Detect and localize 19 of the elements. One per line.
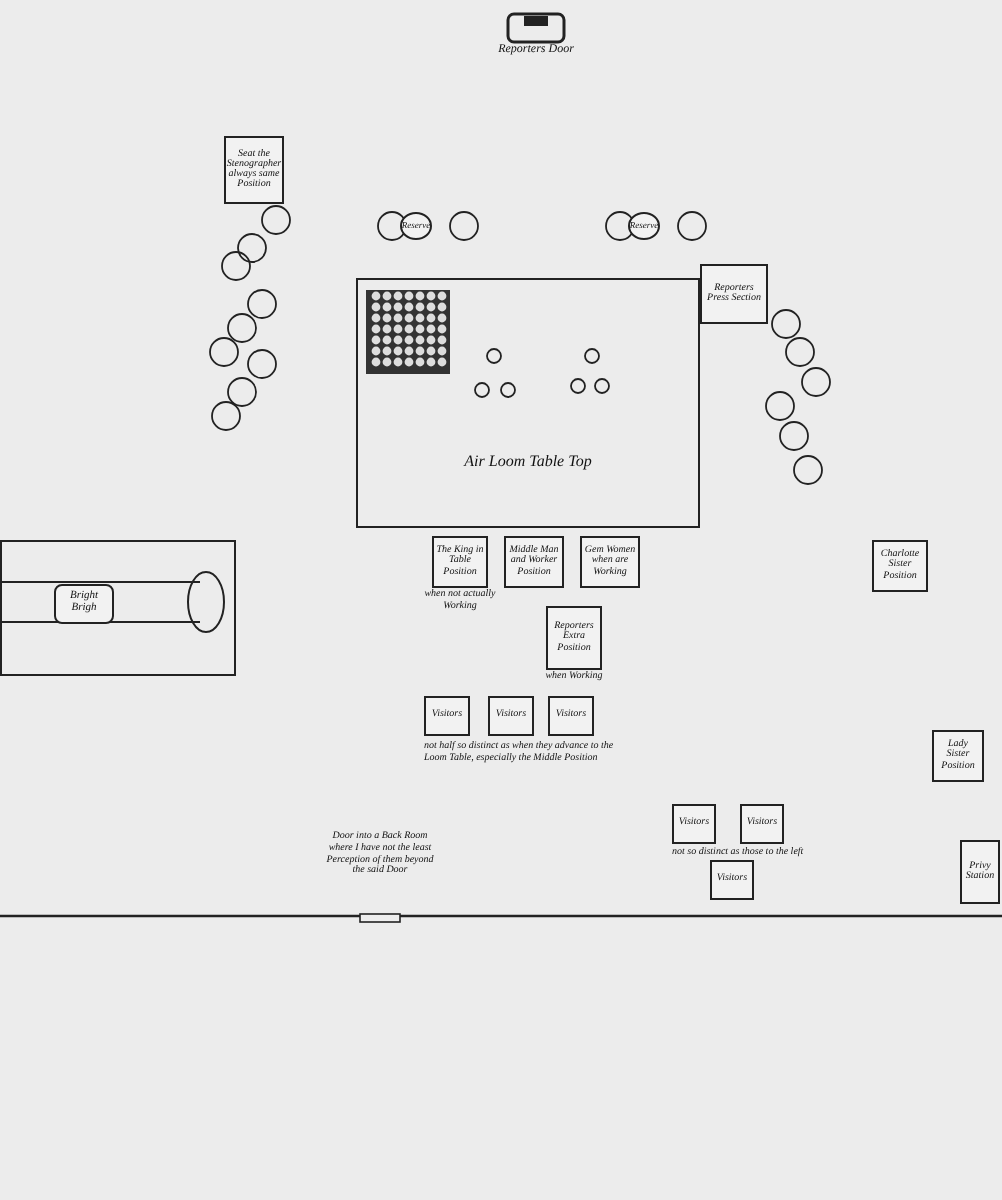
chair-circle — [628, 212, 660, 240]
position-box — [580, 536, 640, 588]
position-box — [504, 536, 564, 588]
position-box — [872, 540, 928, 592]
position-box — [740, 804, 784, 844]
hallway-box — [0, 540, 236, 676]
position-box — [700, 264, 768, 324]
position-box — [960, 840, 1000, 904]
position-box — [672, 804, 716, 844]
position-box — [932, 730, 984, 782]
position-box — [710, 860, 754, 900]
node-label: Air Loom Table Top — [464, 453, 592, 470]
chair-circle — [400, 212, 432, 240]
position-box — [488, 696, 534, 736]
position-box — [424, 696, 470, 736]
position-box — [548, 696, 594, 736]
bright-box — [54, 584, 114, 624]
position-box — [224, 136, 284, 204]
loom-table — [356, 278, 700, 528]
